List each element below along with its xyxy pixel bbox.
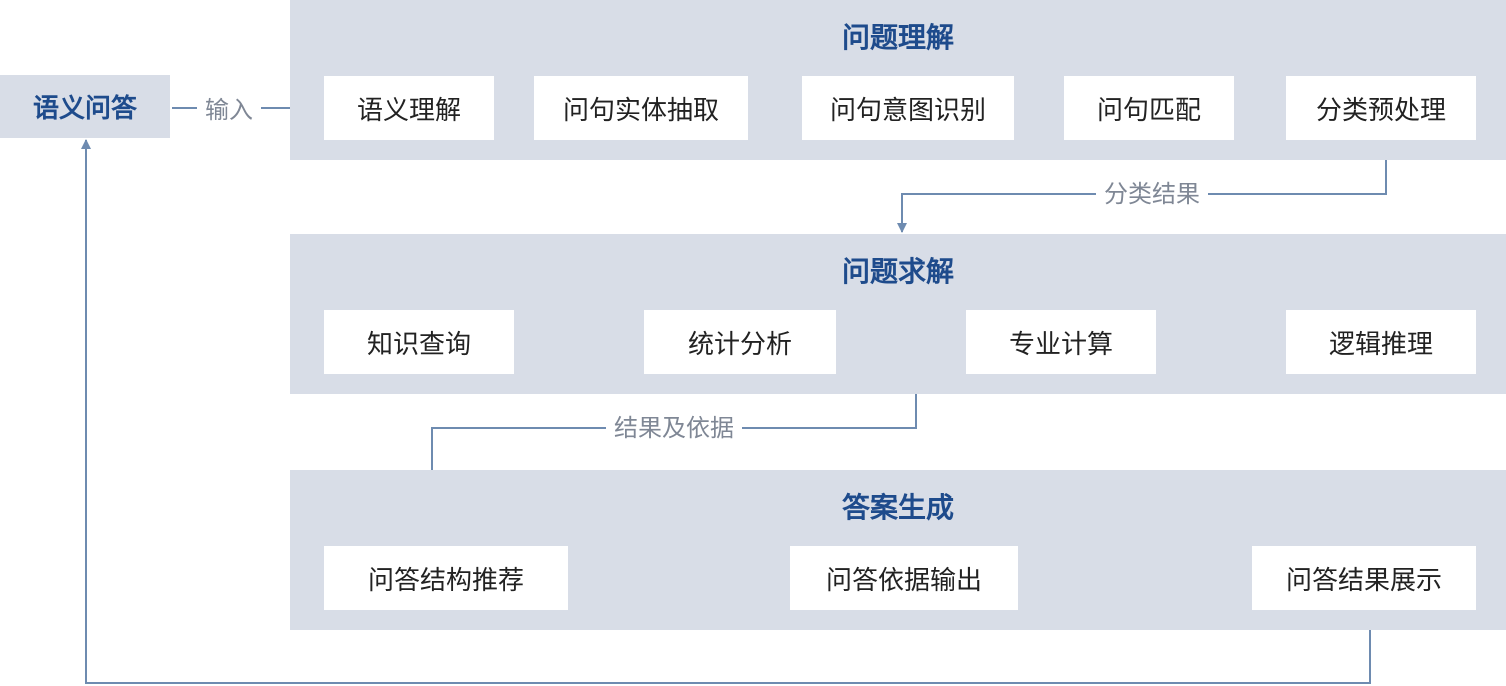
edge-label-classification-result: 分类结果 [1096,179,1208,209]
method-logical-reasoning: 逻辑推理 [1286,310,1476,374]
step-semantic-understanding: 语义理解 [324,76,494,140]
start-node-semantic-qa: 语义问答 [0,75,170,138]
arrow-feedback-loop [81,139,1371,684]
step-qa-structure-recommendation: 问答结构推荐 [324,546,568,610]
panel-title: 答案生成 [841,491,954,524]
method-professional-calculation: 专业计算 [966,310,1156,374]
edge-label-input: 输入 [197,95,261,125]
method-knowledge-query: 知识查询 [324,310,514,374]
edge-label-result-and-basis: 结果及依据 [606,413,742,443]
method-statistical-analysis: 统计分析 [644,310,836,374]
step-entity-extraction: 问句实体抽取 [534,76,748,140]
step-intent-recognition: 问句意图识别 [802,76,1014,140]
step-classification-preprocessing: 分类预处理 [1286,76,1476,140]
step-qa-result-display: 问答结果展示 [1252,546,1476,610]
panel-title: 问题理解 [841,21,954,54]
step-qa-basis-output: 问答依据输出 [790,546,1018,610]
step-question-matching: 问句匹配 [1064,76,1234,140]
panel-title: 问题求解 [841,255,954,288]
